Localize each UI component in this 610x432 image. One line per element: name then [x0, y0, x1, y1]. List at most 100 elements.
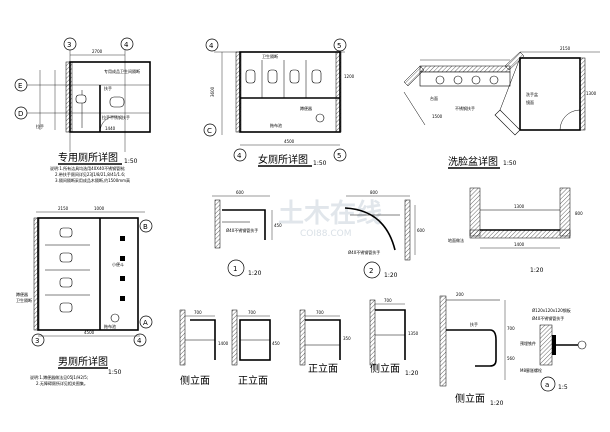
- axis-bubble-4: [120, 37, 134, 51]
- axis-bubble-4: [205, 38, 219, 52]
- title-male-toilet: 男厕所详图: [58, 355, 108, 368]
- dim-700: 700: [248, 310, 256, 315]
- elevation-front-1: 700 450 正立面: [231, 309, 280, 387]
- scale-female-toilet: 1:50: [313, 160, 327, 167]
- axis-C: C: [207, 127, 212, 135]
- washbasin: [453, 75, 463, 85]
- label-handrail: 扶手: [104, 85, 112, 91]
- axis-bubble-5: [333, 38, 347, 52]
- note-2: 2.带扶手厕间详见23J1/8/21,8/41/1.6;: [55, 171, 125, 177]
- label-rail: Ø40不锈钢管扶手: [348, 249, 380, 255]
- squat-toilet: [59, 227, 73, 238]
- watermark-sub: COI88.COM: [300, 229, 351, 239]
- label-tube: Ø40不锈钢管扶手: [532, 315, 564, 321]
- axis-4: 4: [209, 42, 214, 50]
- detail-num-2: 2: [369, 267, 373, 275]
- dim-2150: 2150: [58, 206, 69, 211]
- note-3: 3.隔间隔断采用成品木隔断,约1500mm高: [55, 177, 130, 183]
- scale-side-2: 1:20: [405, 370, 419, 377]
- axis-5: 5: [337, 42, 341, 50]
- axis-B: B: [143, 223, 148, 231]
- squat-toilet: [59, 277, 73, 288]
- dim-450: 450: [274, 223, 282, 228]
- scale-side-3: 1:20: [490, 400, 504, 407]
- label-handrail-steel: 拉手不锈钢扶手: [102, 114, 130, 120]
- title-female-toilet: 女厕所详图: [258, 153, 308, 166]
- title-side-3: 侧立面: [455, 392, 485, 405]
- axis-5b: 5: [337, 152, 341, 160]
- title-side-2: 侧立面: [370, 362, 400, 375]
- dim-1300: 1300: [586, 91, 597, 96]
- label-squat: 蹲便器: [16, 291, 28, 297]
- dim-700: 700: [316, 310, 324, 315]
- elevation-side-2: 700 1350 侧立面 1:20: [369, 298, 419, 377]
- label-mop: 拖布池: [270, 122, 282, 128]
- dim-700: 700: [384, 298, 392, 303]
- label-bolt: M8膨胀螺栓: [520, 367, 542, 373]
- dim-1350: 1350: [408, 331, 419, 336]
- label-embed: 预埋铁件: [520, 340, 536, 346]
- axis-bubble-5b: [333, 148, 347, 162]
- label-partition: 专用成品卫生间隔断: [104, 68, 140, 74]
- washbasin: [489, 75, 499, 85]
- dim-1300: 1300: [514, 204, 525, 209]
- label-basin: 洗手盆: [526, 91, 538, 97]
- axis-bubble-3: [31, 333, 45, 347]
- dim-4500: 4500: [84, 330, 95, 335]
- title-side-1: 侧立面: [180, 374, 210, 387]
- axis-4: 4: [137, 337, 142, 345]
- axis-E: E: [18, 82, 22, 90]
- axis-3: 3: [35, 337, 39, 345]
- dim-560: 560: [507, 356, 515, 361]
- dim-3600: 3600: [210, 86, 215, 97]
- dim-1200: 1200: [344, 74, 355, 79]
- label-squat: 蹲便器: [300, 105, 312, 111]
- label-mop: 拖布池: [104, 323, 116, 329]
- dim-2150: 2150: [560, 46, 571, 51]
- axis-bubble-A: [139, 315, 153, 329]
- label-partition: 卫生隔断: [16, 297, 32, 303]
- urinal: [120, 276, 125, 281]
- elevation-side-3: 200 700 560 扶手 侧立面 1:20: [439, 292, 515, 407]
- squat-toilet: [289, 69, 300, 84]
- watermark-text: 土木在线: [278, 199, 382, 229]
- squat-toilet: [59, 252, 73, 263]
- axis-4: 4: [124, 41, 129, 49]
- label-rail: 扶手: [470, 321, 478, 327]
- watermark: 土木在线 COI88.COM: [278, 199, 382, 239]
- label-plate: Ø120x120x120钢板: [532, 307, 571, 313]
- dim-1400: 1400: [218, 341, 229, 346]
- dim-700: 700: [507, 326, 515, 331]
- toilet-fixture: [75, 94, 87, 104]
- detail-bubble-1: [227, 259, 245, 277]
- elevation-front-2: 700 350 正立面: [299, 309, 351, 375]
- scale-staff-toilet: 1:50: [124, 158, 138, 165]
- label-partition: 卫生隔断: [262, 53, 278, 59]
- label-rail: Ø40不锈钢管扶手: [226, 227, 258, 233]
- dim-800: 800: [575, 211, 583, 216]
- dim-1400: 1400: [514, 242, 525, 247]
- washbasin: [471, 75, 481, 85]
- axis-bubble-C: [203, 123, 217, 137]
- dim-450: 450: [272, 341, 280, 346]
- elevation-side-1: 700 1400 侧立面: [179, 309, 229, 387]
- label-counter: 台面: [430, 95, 438, 101]
- male-toilet-plan: 2150 1000 B A 小便斗 蹲便器 卫生隔断 拖布池 3 4 4500 …: [16, 206, 153, 386]
- axis-A: A: [143, 319, 148, 327]
- dim-600: 600: [417, 228, 425, 233]
- mop-sink: [315, 113, 325, 123]
- dim-1500: 1500: [432, 114, 443, 119]
- scale-detail-a: 1:5: [558, 384, 568, 391]
- dim-350: 350: [343, 336, 351, 341]
- scale-detail-2: 1:20: [384, 272, 398, 279]
- floor-section: 1400 1300 800 地面做法 1:20: [448, 187, 583, 274]
- detail-a: Ø120x120x120钢板 Ø40不锈钢管扶手 预埋铁件 M8膨胀螺栓 a 1…: [520, 307, 587, 392]
- urinal: [120, 256, 125, 261]
- detail-bubble-2: [363, 261, 381, 279]
- axis-bubble-4: [133, 333, 147, 347]
- axis-3: 3: [67, 41, 71, 49]
- dim-2700: 2700: [92, 49, 103, 54]
- dim-1440: 1440: [105, 126, 116, 131]
- squat-toilet: [311, 69, 322, 84]
